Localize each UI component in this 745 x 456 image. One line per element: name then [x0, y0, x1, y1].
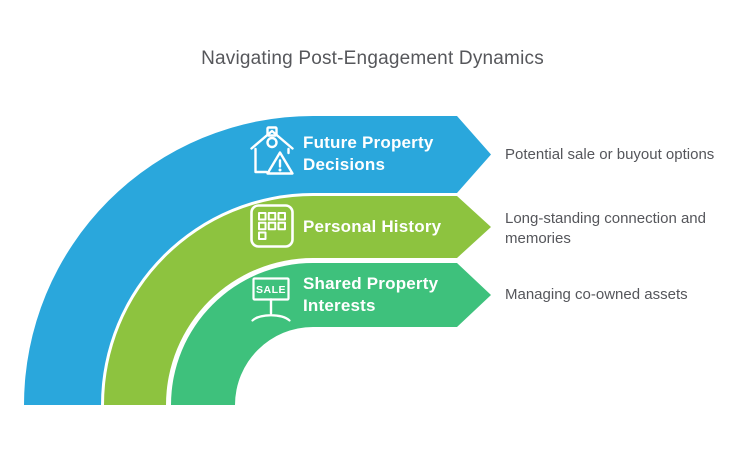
band-label-line: Interests	[303, 296, 376, 315]
description-line: Managing co-owned assets	[505, 286, 688, 303]
house-alert-icon	[250, 126, 294, 175]
warning-exclamation-dot	[278, 168, 282, 172]
band-label-line: Shared Property	[303, 274, 439, 293]
band-personal-history	[104, 196, 491, 405]
band-shared-property-interests	[171, 263, 491, 405]
sale-sign-icon: SALE	[251, 277, 291, 322]
band-label-line: Future Property	[303, 133, 434, 152]
keypad-key	[258, 231, 267, 240]
band-label-shared-property-interests: Shared Property Interests	[303, 273, 438, 317]
keypad-icon	[250, 204, 294, 248]
description-future-property-decisions: Potential sale or buyout options	[505, 145, 714, 165]
keypad-key	[277, 221, 286, 231]
page-title: Navigating Post-Engagement Dynamics	[201, 48, 544, 69]
band-label-personal-history: Personal History	[303, 216, 441, 238]
keypad-key	[267, 221, 277, 231]
description-personal-history: Long-standing connection and memories	[505, 209, 706, 249]
description-shared-property-interests: Managing co-owned assets	[505, 285, 688, 305]
band-label-line: Decisions	[303, 155, 386, 174]
band-future-property-decisions	[24, 116, 491, 405]
band-label-line: Personal History	[303, 217, 442, 236]
description-line: Long-standing connection and	[505, 210, 706, 227]
keypad-key	[267, 212, 277, 221]
sale-sign-base	[251, 314, 291, 322]
keypad-key	[258, 212, 267, 221]
description-line: Potential sale or buyout options	[505, 146, 715, 163]
keypad-key	[258, 221, 267, 231]
house-window	[266, 136, 278, 149]
house-chimney	[266, 126, 278, 137]
band-label-future-property-decisions: Future Property Decisions	[303, 132, 434, 176]
description-line: memories	[505, 230, 571, 247]
sale-sign-text: SALE	[256, 284, 286, 296]
house-roof	[250, 129, 294, 150]
house-walls	[254, 147, 290, 174]
keypad-frame	[250, 204, 294, 248]
keypad-key	[277, 212, 286, 221]
